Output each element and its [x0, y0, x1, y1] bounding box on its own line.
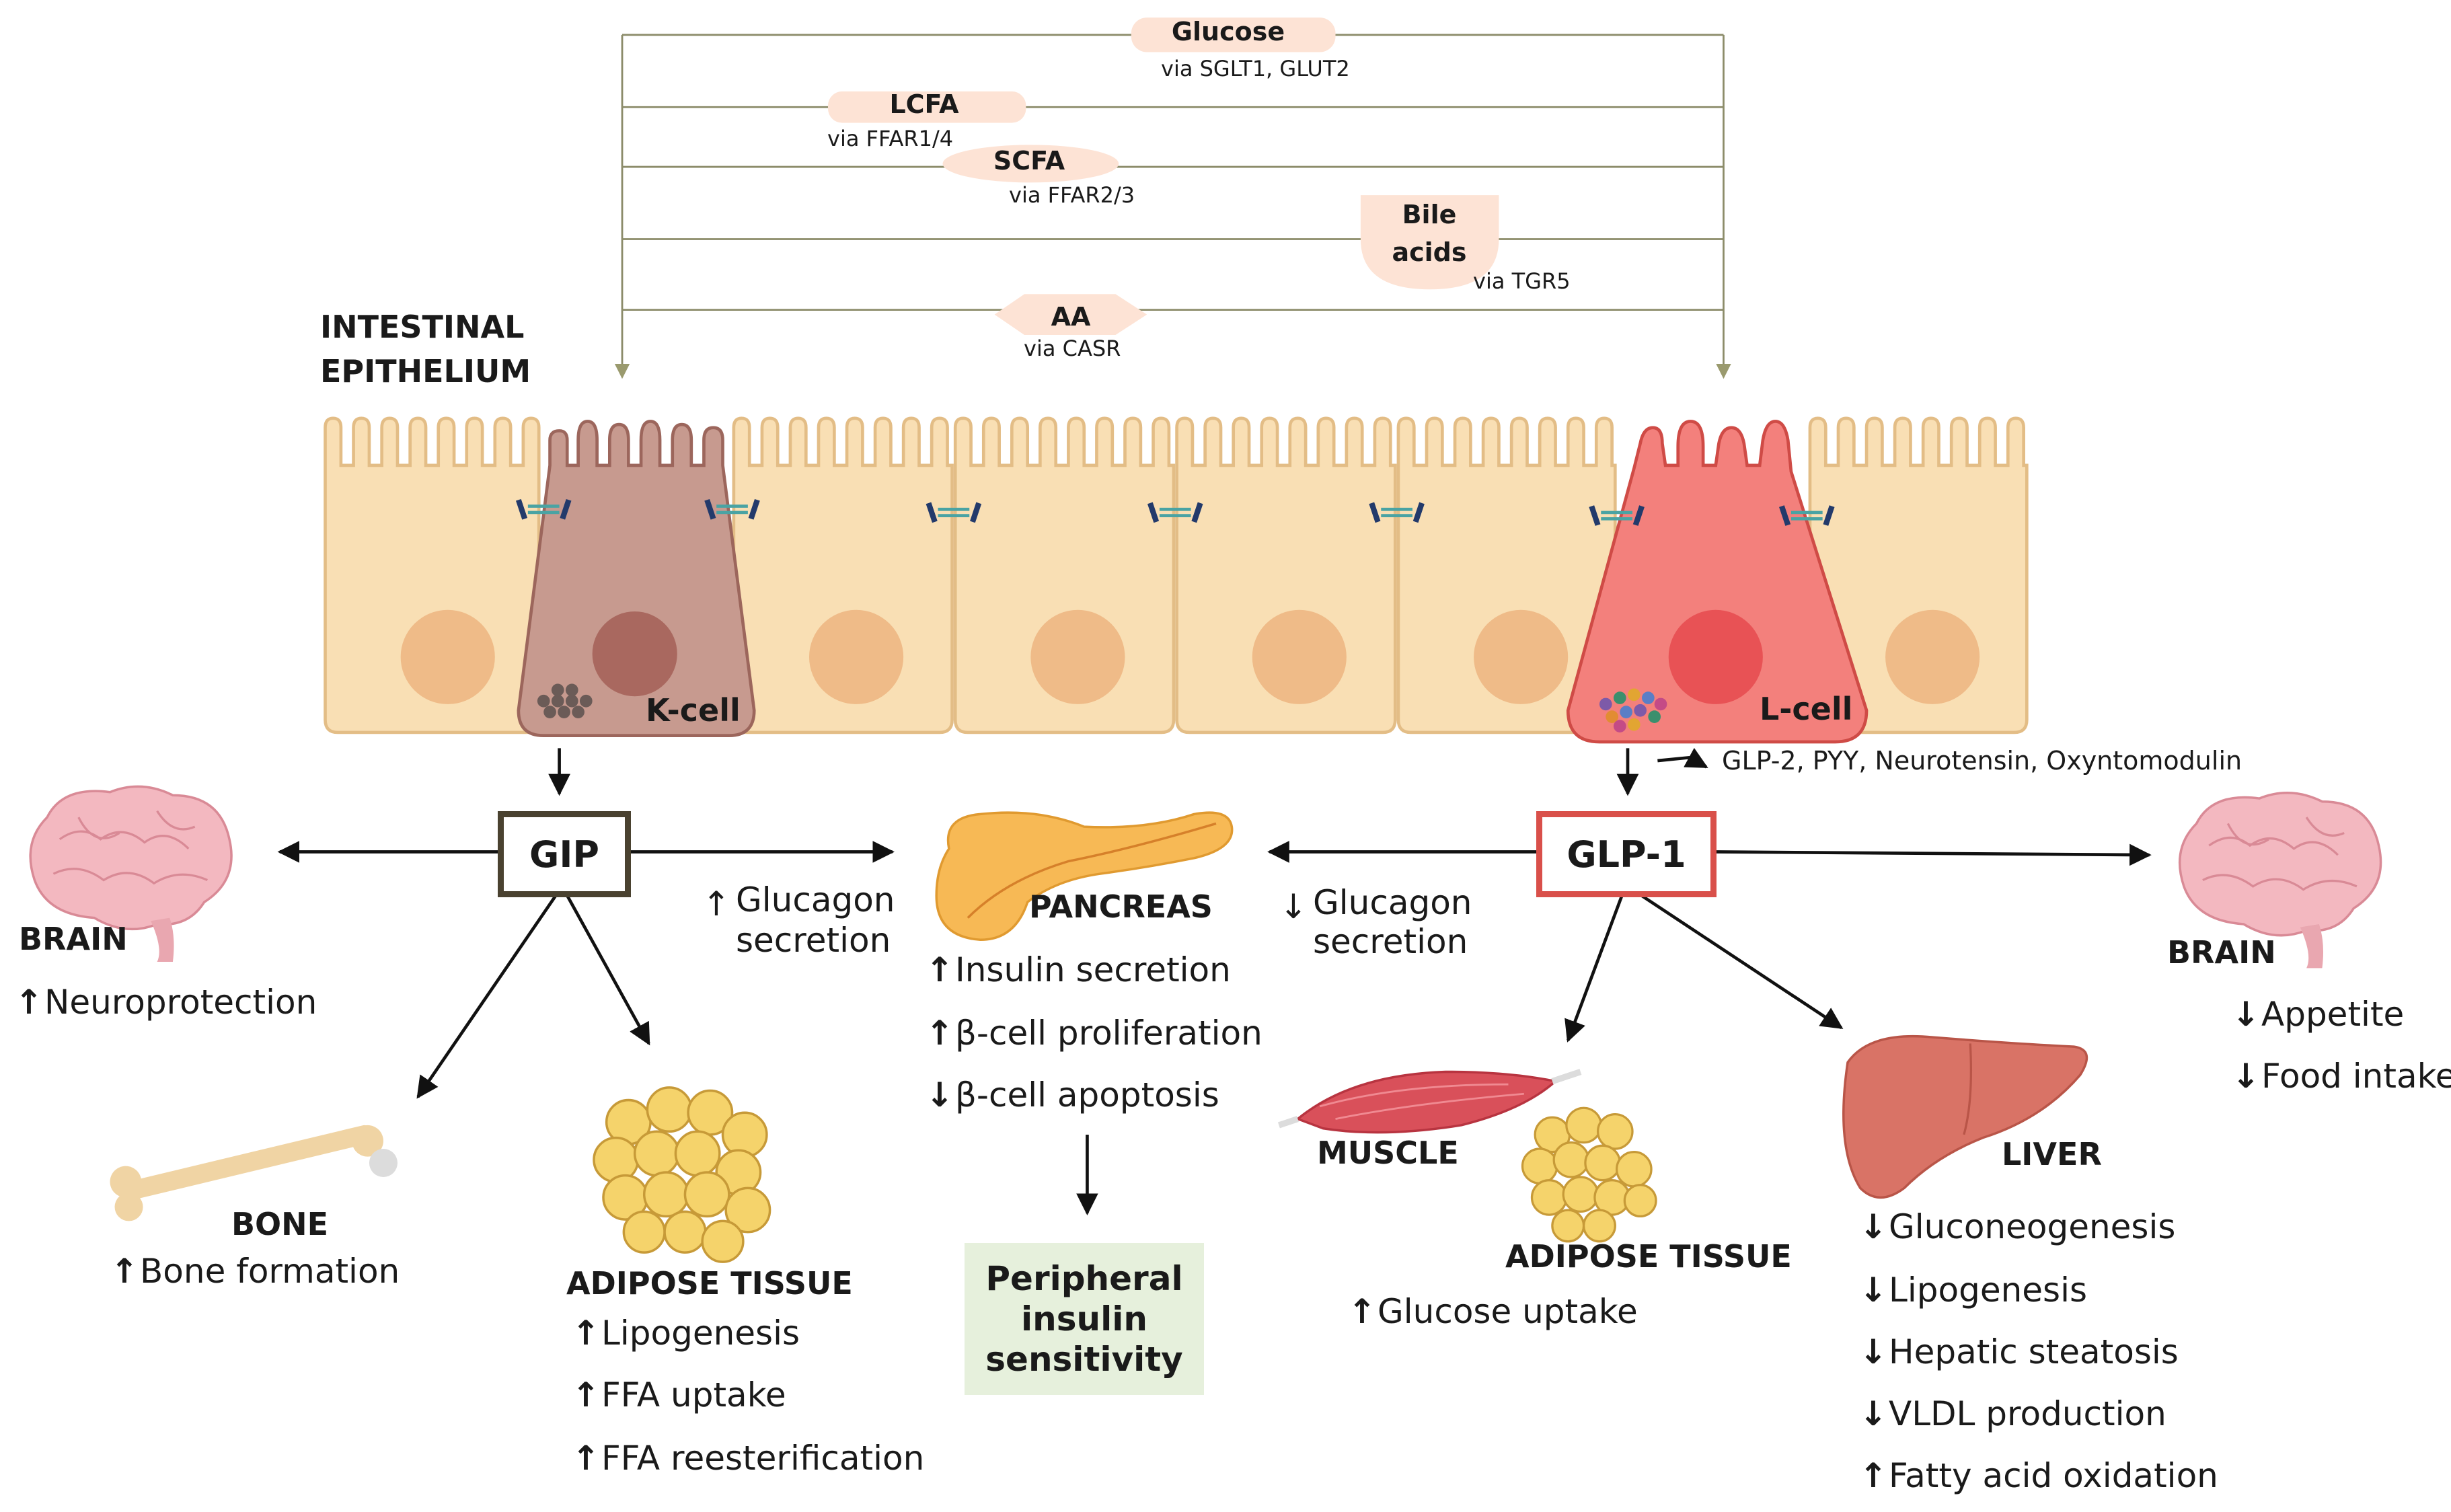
gip-box: GIP [498, 811, 631, 897]
pancreas-graphic [935, 811, 1234, 942]
scfa-label: SCFA [993, 146, 1065, 176]
adipose-left-label: ADIPOSE TISSUE [566, 1265, 853, 1301]
glucagon-glp1-line-1: Glucagon [1313, 883, 1472, 922]
lcfa-badge [828, 91, 1026, 123]
liver-effect-1: ↓Gluconeogenesis [1859, 1207, 2176, 1246]
down-arrow-icon: ↓ [1859, 1332, 1887, 1371]
up-arrow-icon: ↑ [110, 1252, 139, 1291]
liver-effect-4: ↓VLDL production [1859, 1394, 2166, 1433]
scfa-badge [942, 145, 1119, 183]
adipose-right-graphic [1521, 1106, 1657, 1243]
bile-badge [1360, 195, 1499, 290]
peripheral-line-1: Peripheral [985, 1259, 1183, 1298]
up-arrow-icon: ↑ [572, 1314, 600, 1353]
l-cell-label: L-cell [1760, 691, 1853, 727]
down-arrow-icon: ↓ [1279, 887, 1308, 926]
l-cell-nucleus [1668, 609, 1763, 704]
down-arrow-icon: ↓ [1859, 1271, 1887, 1310]
nutrient-badges [828, 17, 1499, 335]
scfa-via: via FFAR2/3 [1009, 182, 1135, 208]
peripheral-line-3: sensitivity [985, 1340, 1183, 1379]
bone-graphic [110, 1125, 398, 1221]
muscle-graphic [1277, 1069, 1582, 1134]
glucagon-glp1-arrow: ↓ [1279, 887, 1308, 927]
bile-acids-label-1: Bile [1402, 200, 1457, 229]
up-arrow-icon: ↑ [572, 1375, 600, 1414]
pancreas-effect-1: ↑Insulin secretion [926, 950, 1231, 989]
pancreas-effect-3: ↓β-cell apoptosis [926, 1075, 1219, 1114]
right-brain-graphic [2178, 792, 2382, 969]
left-brain-graphic [29, 785, 233, 962]
bile-acids-label-2: acids [1392, 237, 1467, 267]
k-cell-label: K-cell [646, 692, 741, 728]
bone-effect: ↑Bone formation [110, 1252, 400, 1291]
nutrient-lines [614, 34, 1731, 379]
epithelium-title-line-1: INTESTINAL [320, 309, 525, 345]
up-arrow-icon: ↑ [1348, 1292, 1376, 1331]
down-arrow-icon: ↓ [2232, 995, 2260, 1034]
lcfa-label: LCFA [889, 89, 959, 119]
liver-effect-2: ↓Lipogenesis [1859, 1271, 2088, 1310]
lcfa-via: via FFAR1/4 [827, 126, 954, 151]
up-arrow-icon: ↑ [926, 1014, 954, 1053]
right-brain-label: BRAIN [2167, 934, 2276, 971]
up-arrow-icon: ↑ [15, 983, 43, 1022]
glucagon-gip-arrow: ↑ [702, 884, 730, 924]
up-arrow-icon: ↑ [572, 1439, 600, 1478]
glucagon-gip-line-2: secretion [736, 921, 891, 960]
down-arrow-icon: ↓ [1859, 1207, 1887, 1246]
up-arrow-icon: ↑ [702, 884, 730, 923]
liver-label: LIVER [2002, 1136, 2102, 1172]
k-cell-nucleus [592, 611, 677, 697]
peripheral-line-2: insulin [1021, 1299, 1147, 1338]
left-brain-label: BRAIN [19, 921, 128, 957]
liver-effect-3: ↓Hepatic steatosis [1859, 1332, 2179, 1371]
arrows [277, 747, 2152, 1216]
adipose-right-label: ADIPOSE TISSUE [1505, 1238, 1792, 1275]
right-brain-effect-2: ↓Food intake [2232, 1057, 2451, 1096]
muscle-label: MUSCLE [1317, 1135, 1459, 1171]
aa-label: AA [1051, 302, 1091, 332]
liver-effect-5: ↑Fatty acid oxidation [1859, 1456, 2218, 1495]
glucagon-glp1-line-2: secretion [1313, 922, 1468, 961]
l-cell-body [1566, 420, 1869, 744]
glucose-badge [1131, 17, 1336, 52]
epithelium [324, 416, 2029, 744]
down-arrow-icon: ↓ [2232, 1057, 2260, 1096]
glucose-via: via SGLT1, GLUT2 [1161, 56, 1350, 81]
pancreas-effect-2: ↑β-cell proliferation [926, 1014, 1262, 1053]
peripheral-box: Peripheral insulin sensitivity [965, 1243, 1204, 1395]
other-hormones-label: GLP-2, PYY, Neurotensin, Oxyntomodulin [1722, 746, 2242, 776]
glucagon-gip-line-1: Glucagon [736, 880, 895, 919]
up-arrow-icon: ↑ [1859, 1456, 1887, 1495]
bone-label: BONE [231, 1206, 329, 1242]
left-brain-effect: ↑Neuroprotection [15, 983, 317, 1022]
pancreas-label: PANCREAS [1029, 889, 1213, 925]
adipose-left-graphic [593, 1086, 771, 1263]
right-brain-effect-1: ↓Appetite [2232, 995, 2405, 1034]
k-cell-granules [537, 683, 593, 718]
down-arrow-icon: ↓ [926, 1075, 954, 1114]
tight-junctions [515, 498, 1835, 526]
adipose-right-effect: ↑Glucose uptake [1348, 1292, 1638, 1331]
up-arrow-icon: ↑ [926, 950, 954, 989]
l-cell-granules [1599, 688, 1667, 732]
k-cell-body [517, 420, 756, 737]
adipose-left-effect-2: ↑FFA uptake [572, 1375, 786, 1414]
adipose-left-effect-1: ↑Lipogenesis [572, 1314, 800, 1353]
glucose-label: Glucose [1171, 17, 1285, 46]
aa-badge [994, 294, 1147, 335]
epithelium-title-line-2: EPITHELIUM [320, 353, 531, 389]
glp1-box: GLP-1 [1536, 811, 1717, 897]
bile-acids-via: via TGR5 [1473, 268, 1571, 294]
liver-graphic [1842, 1034, 2088, 1199]
adipose-left-effect-3: ↑FFA reesterification [572, 1439, 925, 1478]
down-arrow-icon: ↓ [1859, 1394, 1887, 1433]
aa-via: via CASR [1024, 336, 1121, 361]
